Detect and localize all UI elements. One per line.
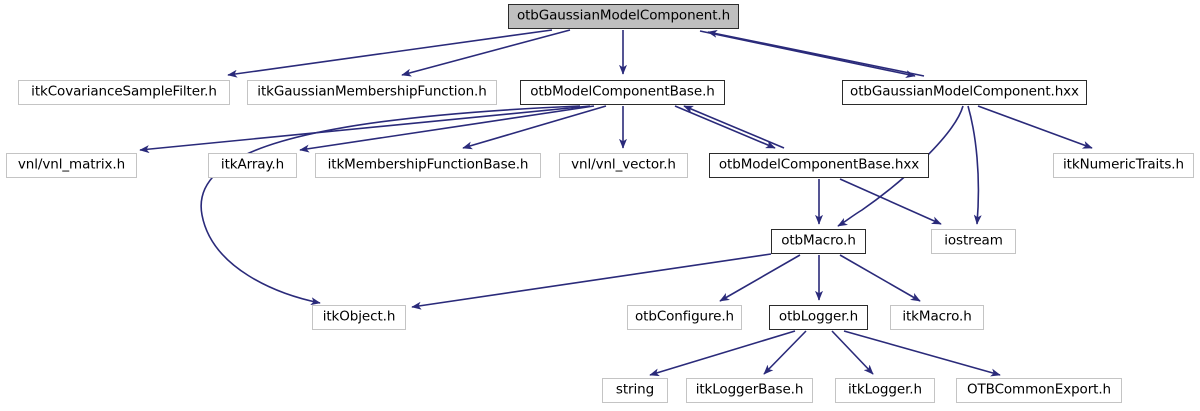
graph-edge-mcbase_h-to-membfuncb — [462, 105, 607, 150]
graph-edge-mcbase_hxx-to-mcbase_h — [683, 105, 785, 149]
graph-node-otbconfig[interactable]: otbConfigure.h — [627, 305, 742, 330]
graph-node-itkmacro[interactable]: itkMacro.h — [890, 305, 984, 330]
graph-node-label: itkGaussianMembershipFunction.h — [257, 83, 487, 100]
graph-node-label: string — [615, 381, 655, 398]
graph-edge-root-to-gaussmember — [401, 29, 571, 77]
graph-edge-root-to-covfilter — [227, 29, 553, 78]
graph-node-iostream[interactable]: iostream — [931, 229, 1016, 254]
graph-node-label: iostream — [944, 232, 1003, 249]
graph-node-gmc_hxx[interactable]: otbGaussianModelComponent.hxx — [842, 80, 1087, 105]
graph-edge-mcbase_h-to-itkarray — [299, 105, 595, 153]
edges-group — [139, 29, 1093, 377]
graph-node-itklogger[interactable]: itkLogger.h — [835, 378, 935, 403]
graph-node-vnlvector[interactable]: vnl/vnl_vector.h — [559, 153, 688, 178]
graph-edge-otblogger-to-loggerbase — [763, 330, 807, 375]
graph-node-itkobject[interactable]: itkObject.h — [312, 305, 406, 330]
graph-node-loggerbase[interactable]: itkLoggerBase.h — [686, 378, 813, 403]
graph-node-label: itkCovarianceSampleFilter.h — [31, 83, 217, 100]
graph-node-label: itkLoggerBase.h — [695, 381, 804, 398]
graph-edge-mcbase_h-to-itkobject — [200, 105, 581, 306]
graph-edge-gmc_hxx-to-numtraits — [977, 105, 1093, 149]
graph-node-label: vnl/vnl_vector.h — [571, 156, 676, 173]
graph-node-label: otbConfigure.h — [635, 308, 734, 325]
graph-edge-mcbase_h-to-vnlmatrix — [139, 105, 591, 154]
graph-node-label: otbModelComponentBase.hxx — [718, 156, 920, 173]
graph-edge-otbmacro-to-itkmacro — [839, 254, 921, 302]
graph-node-numtraits[interactable]: itkNumericTraits.h — [1053, 153, 1194, 178]
graph-node-otblogger[interactable]: otbLogger.h — [769, 305, 868, 330]
graph-edge-mcbase_h-to-mcbase_hxx — [674, 105, 776, 149]
graph-node-membfuncb[interactable]: itkMembershipFunctionBase.h — [315, 153, 541, 178]
graph-node-label: OTBCommonExport.h — [966, 381, 1112, 398]
graph-edge-root-to-gmc_hxx — [699, 30, 916, 79]
graph-node-label: itkNumericTraits.h — [1063, 156, 1184, 173]
graph-edge-otblogger-to-commonexport — [843, 330, 1001, 377]
graph-node-itkarray[interactable]: itkArray.h — [208, 153, 297, 178]
graph-edge-gmc_hxx-to-root — [707, 29, 925, 77]
graph-node-label: itkMembershipFunctionBase.h — [327, 156, 529, 173]
graph-node-label: otbModelComponentBase.h — [530, 83, 715, 100]
graph-edge-otblogger-to-itklogger — [831, 330, 874, 375]
graph-node-label: itkLogger.h — [848, 381, 922, 398]
graph-edge-otbmacro-to-itkobject — [411, 253, 772, 310]
graph-node-string[interactable]: string — [602, 378, 668, 403]
graph-node-vnlmatrix[interactable]: vnl/vnl_matrix.h — [6, 153, 137, 178]
graph-node-label: itkArray.h — [220, 156, 285, 173]
graph-node-gaussmember[interactable]: itkGaussianMembershipFunction.h — [247, 80, 497, 105]
graph-node-commonexport[interactable]: OTBCommonExport.h — [956, 378, 1122, 403]
graph-node-otbmacro[interactable]: otbMacro.h — [771, 229, 866, 254]
graph-node-covfilter[interactable]: itkCovarianceSampleFilter.h — [18, 80, 230, 105]
graph-node-label: itkMacro.h — [902, 308, 972, 325]
graph-node-label: otbGaussianModelComponent.hxx — [850, 83, 1079, 100]
graph-edge-gmc_hxx-to-otbmacro — [837, 105, 964, 227]
graph-node-label: itkObject.h — [322, 308, 396, 325]
graph-node-label: otbLogger.h — [778, 308, 859, 325]
graph-node-root[interactable]: otbGaussianModelComponent.h — [508, 4, 739, 29]
graph-edge-otblogger-to-string — [649, 330, 796, 377]
graph-node-mcbase_hxx[interactable]: otbModelComponentBase.hxx — [709, 153, 929, 178]
graph-edge-gmc_hxx-to-iostream — [967, 105, 982, 225]
graph-edge-mcbase_hxx-to-iostream — [839, 178, 942, 225]
graph-node-label: vnl/vnl_matrix.h — [17, 156, 126, 173]
graph-node-label: otbGaussianModelComponent.h — [516, 7, 731, 24]
graph-node-mcbase_h[interactable]: otbModelComponentBase.h — [520, 80, 725, 105]
graph-edge-otbmacro-to-otbconfig — [719, 254, 801, 302]
graph-node-label: otbMacro.h — [781, 232, 856, 249]
